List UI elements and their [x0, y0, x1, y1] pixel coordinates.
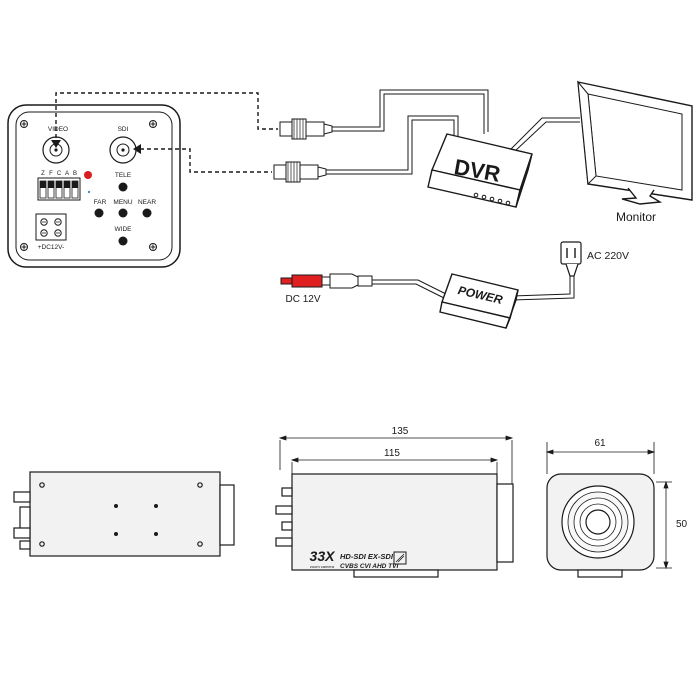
dip-letter: C — [57, 171, 62, 177]
dip-switch-letters: Z F C A B — [41, 171, 77, 177]
monitor-label: Monitor — [616, 210, 656, 224]
model-formats-line1: HD-SDI EX-SDI — [340, 552, 394, 561]
menu-button — [118, 208, 128, 218]
camera-side-view-left — [13, 471, 235, 557]
power-cables — [370, 270, 575, 301]
bnc-plug-upper — [279, 118, 333, 140]
dc-plug — [280, 273, 373, 289]
screw-icon — [149, 120, 157, 128]
power-adapter-box — [439, 273, 519, 329]
dimension-lines-front — [545, 442, 672, 570]
camera-back-panel: VIDEO SDI Z F C A B — [7, 104, 181, 268]
ac-220v-label: AC 220V — [587, 250, 629, 262]
dip-letter: A — [65, 171, 69, 177]
far-button-label: FAR — [94, 199, 107, 206]
width-label: 61 — [594, 438, 606, 449]
menu-button-label: MENU — [113, 199, 132, 206]
model-subtitle: zoom camera — [310, 564, 335, 569]
dip-switch — [37, 177, 81, 201]
tele-button — [118, 182, 128, 192]
ac-plug-icon — [560, 241, 582, 277]
video-port-label: VIDEO — [48, 126, 68, 133]
sdi-port-label: SDI — [118, 126, 129, 133]
screw-icon — [20, 120, 28, 128]
dc-terminal-block — [35, 213, 67, 241]
model-formats-line2: CVBS CVI AHD TVI — [340, 563, 398, 570]
body-length-label: 115 — [384, 448, 400, 459]
dimension-lines-length — [278, 435, 514, 484]
signal-cables — [51, 89, 580, 183]
dip-letter: F — [49, 171, 53, 177]
total-length-label: 135 — [392, 426, 409, 437]
dip-letter: B — [73, 171, 77, 177]
screw-icon — [149, 243, 157, 251]
dip-letter: Z — [41, 171, 45, 177]
dvr-box — [427, 133, 533, 208]
height-label: 50 — [676, 519, 688, 530]
wide-button — [118, 236, 128, 246]
brand-logo — [393, 551, 407, 565]
dc-terminal-label: +DC12V- — [38, 244, 65, 251]
camera-front-view — [546, 473, 655, 578]
red-led — [84, 171, 92, 179]
far-button — [94, 208, 104, 218]
dc-12v-label: DC 12V — [285, 294, 320, 305]
wide-button-label: WIDE — [115, 226, 133, 233]
bnc-plug-lower — [273, 161, 327, 183]
monitor — [577, 80, 693, 205]
screw-icon — [20, 243, 28, 251]
near-button — [142, 208, 152, 218]
tele-button-label: TELE — [115, 172, 132, 179]
small-led — [87, 190, 91, 194]
lens-glass — [585, 509, 611, 535]
near-button-label: NEAR — [138, 199, 156, 206]
model-number: 33X — [310, 548, 337, 564]
model-printing: 33X zoom camera HD-SDI EX-SDI CVBS CVI A… — [310, 548, 407, 570]
camera-side-view-main — [275, 473, 514, 578]
